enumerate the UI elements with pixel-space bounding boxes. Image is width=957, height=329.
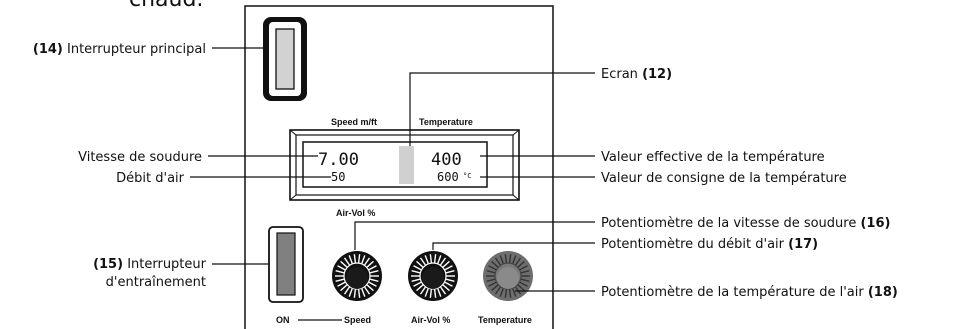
label-speed-unit: Speed m/ft xyxy=(331,117,377,127)
lcd-temp-set: 600 xyxy=(437,170,459,184)
lcd-speed-value: 7.00 xyxy=(318,150,359,170)
callout-temp-set: Valeur de consigne de la température xyxy=(601,171,847,186)
callout-pot-speed: Potentiomètre de la vitesse de soudure (… xyxy=(601,216,890,231)
device-panel-outline xyxy=(244,5,554,329)
main-switch xyxy=(263,17,307,101)
callout-main-switch: (14) Interrupteur principal xyxy=(33,42,206,57)
speed-knob xyxy=(332,251,382,301)
lcd-temp-actual: 400 xyxy=(431,150,462,170)
callout-air-flow: Débit d'air xyxy=(116,171,185,186)
leader-screen xyxy=(409,72,595,146)
temperature-knob xyxy=(483,251,533,301)
callout-pot-air: Potentiomètre du débit d'air (17) xyxy=(601,237,818,252)
drive-switch xyxy=(268,226,304,303)
callout-drive-switch-line2: d'entraînement xyxy=(106,275,206,290)
bottom-label-speed: Speed xyxy=(344,315,371,325)
air-volume-knob xyxy=(408,251,458,301)
display-unit xyxy=(289,129,520,201)
callout-drive-switch-line1: (15) Interrupteur xyxy=(93,257,207,272)
callout-screen: Ecran (12) xyxy=(601,67,672,82)
lcd-divider xyxy=(399,146,414,184)
callout-weld-speed: Vitesse de soudure xyxy=(78,150,202,165)
lcd-air-value: 50 xyxy=(331,170,345,184)
callout-pot-temp: Potentiomètre de la température de l'air… xyxy=(601,285,898,300)
top-text-fragment: chaud. xyxy=(129,0,203,12)
label-air-volume: Air-Vol % xyxy=(336,208,375,218)
label-temperature: Temperature xyxy=(419,117,473,127)
lcd-temp-unit: °C xyxy=(463,172,471,180)
bottom-label-temperature: Temperature xyxy=(478,315,532,325)
bottom-label-air-volume: Air-Vol % xyxy=(411,315,450,325)
lcd-screen xyxy=(302,141,488,188)
leader-pot-air xyxy=(432,242,595,250)
leader-pot-speed xyxy=(354,221,595,250)
bottom-label-on: ON xyxy=(276,315,290,325)
callout-temp-actual: Valeur effective de la température xyxy=(601,150,825,165)
